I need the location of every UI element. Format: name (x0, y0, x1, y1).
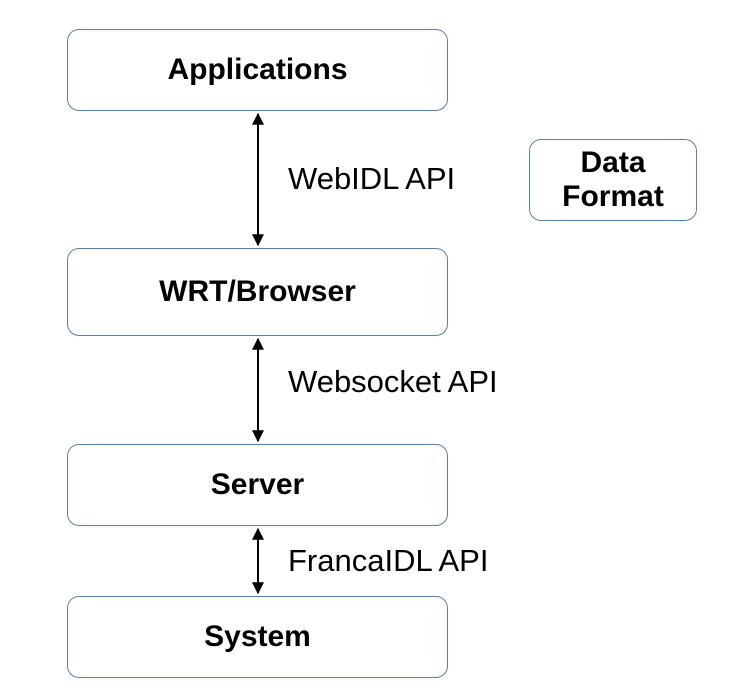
data-format-box: Data Format (529, 139, 697, 221)
server-box: Server (67, 444, 448, 526)
system-label: System (204, 620, 311, 653)
data-format-line1: Data (580, 145, 646, 179)
wrt-browser-box: WRT/Browser (67, 248, 448, 336)
applications-label: Applications (167, 53, 348, 86)
data-format-line2: Format (562, 180, 664, 213)
francaidl-api-label: FrancaIDL API (288, 543, 489, 578)
applications-box: Applications (67, 29, 448, 111)
system-box: System (67, 596, 448, 678)
websocket-api-label: Websocket API (288, 364, 498, 399)
wrt-browser-label: WRT/Browser (159, 275, 356, 308)
server-label: Server (210, 468, 305, 501)
webidl-api-label: WebIDL API (288, 161, 456, 196)
